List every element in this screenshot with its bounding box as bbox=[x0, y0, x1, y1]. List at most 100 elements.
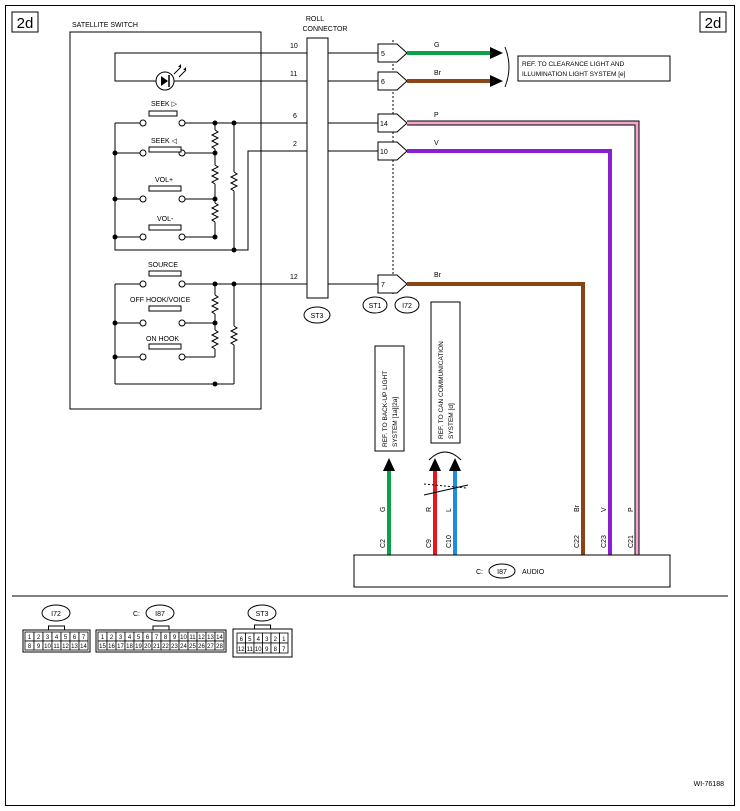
connector-pin-number: 12 bbox=[198, 635, 205, 641]
clearance-reference-box bbox=[517, 55, 671, 82]
connector-pin-number: 16 bbox=[108, 644, 115, 650]
conn-pin-5: 5 bbox=[381, 51, 385, 58]
switch-label-vol-down: VOL- bbox=[157, 216, 174, 223]
connector-face-key bbox=[152, 625, 170, 631]
audio-color-l: L bbox=[446, 508, 453, 512]
audio-color-v: V bbox=[601, 507, 608, 512]
connector-pin-number: 18 bbox=[126, 644, 133, 650]
conn-pin-14: 14 bbox=[380, 121, 388, 128]
connector-pin-number: 3 bbox=[46, 635, 50, 641]
connector-pin-number: 10 bbox=[255, 647, 262, 653]
clearance-reference-line1: REF. TO CLEARANCE LIGHT AND bbox=[522, 61, 625, 68]
connector-pin-cell bbox=[78, 640, 89, 651]
satellite-switch-title: SATELLITE SWITCH bbox=[72, 22, 138, 29]
connector-pin-number: 14 bbox=[80, 644, 87, 650]
connector-pin-number: 9 bbox=[173, 635, 177, 641]
roll-pin-10: 10 bbox=[290, 43, 298, 50]
connector-pin-number: 1 bbox=[28, 635, 32, 641]
conn-pin-7: 7 bbox=[381, 282, 385, 289]
audio-color-br: Br bbox=[574, 504, 581, 512]
audio-pin-c10: C10 bbox=[446, 535, 453, 548]
switch-label-vol-up: VOL+ bbox=[155, 177, 173, 184]
roll-connector-tag-text: ST3 bbox=[311, 313, 324, 320]
audio-pin-c22: C22 bbox=[574, 535, 581, 548]
st1-tag bbox=[362, 296, 388, 314]
connector-pin-number: 8 bbox=[274, 647, 278, 653]
connector-face-key bbox=[254, 624, 271, 630]
roll-pin-2: 2 bbox=[293, 141, 297, 148]
connector-pin-number: 6 bbox=[240, 637, 244, 643]
junction-dots bbox=[112, 120, 237, 387]
switch-contacts bbox=[139, 119, 186, 361]
audio-label: AUDIO bbox=[522, 569, 545, 576]
colored-wires bbox=[383, 47, 640, 555]
connector-pin-number: 26 bbox=[198, 644, 205, 650]
roll-connector-body bbox=[306, 37, 329, 299]
connector-pin-number: 20 bbox=[144, 644, 151, 650]
satellite-switch-circuit bbox=[114, 52, 307, 385]
connector-pin-number: 13 bbox=[207, 635, 214, 641]
connector-pin-number: 9 bbox=[37, 644, 41, 650]
connector-pin-number: 5 bbox=[137, 635, 141, 641]
connector-pin-number: 13 bbox=[71, 644, 78, 650]
connector-pin-number: 6 bbox=[146, 635, 150, 641]
connector-pin-number: 4 bbox=[128, 635, 132, 641]
corner-tag-right-text: 2d bbox=[705, 15, 722, 32]
audio-prefix: C: bbox=[476, 569, 483, 576]
wire-label-br-2: Br bbox=[434, 272, 442, 279]
connector-pin-numbers: 5 6 14 10 7 bbox=[380, 51, 388, 289]
corner-tag-right bbox=[699, 11, 727, 33]
connector-pin-number: 7 bbox=[82, 635, 86, 641]
connector-pin-number: 23 bbox=[171, 644, 178, 650]
figure-id: WI-76188 bbox=[694, 781, 724, 788]
i72-view-tag-text: I72 bbox=[51, 611, 61, 618]
roll-connector-tag bbox=[303, 306, 331, 324]
audio-pin-c23: C23 bbox=[601, 535, 608, 548]
satellite-switch-box bbox=[69, 31, 262, 410]
conn-pin-10: 10 bbox=[380, 149, 388, 156]
backup-reference-line1: REF. TO BACK-UP LIGHT bbox=[382, 371, 389, 447]
roll-connector-title-1: ROLL bbox=[306, 16, 324, 23]
connector-pin-number: 19 bbox=[135, 644, 142, 650]
reference-bracket bbox=[504, 46, 510, 88]
corner-tag-left-text: 2d bbox=[17, 15, 34, 32]
conn-pin-6: 6 bbox=[381, 79, 385, 86]
wire-label-v: V bbox=[434, 140, 439, 147]
connector-face-key bbox=[48, 625, 65, 631]
audio-color-r: R bbox=[426, 507, 433, 512]
roll-pin-12: 12 bbox=[290, 274, 298, 281]
illumination-led-icon bbox=[155, 64, 187, 91]
connector-pin-number: 28 bbox=[216, 644, 223, 650]
connector-pin-number: 10 bbox=[180, 635, 187, 641]
connector-pin-number: 2 bbox=[110, 635, 114, 641]
audio-pin-c2: C2 bbox=[380, 539, 387, 548]
wire-color-labels: G Br P V Br bbox=[434, 42, 442, 279]
roll-connector-pin-numbers: 10 11 6 2 12 bbox=[290, 43, 298, 281]
connector-pin-number: 22 bbox=[162, 644, 169, 650]
connector-pin-number: 11 bbox=[53, 644, 60, 650]
connector-pin-number: 9 bbox=[265, 647, 269, 653]
st1-tag-text: ST1 bbox=[369, 303, 382, 310]
connector-pin-number: 15 bbox=[99, 644, 106, 650]
switch-label-source: SOURCE bbox=[148, 262, 178, 269]
can-reference-box bbox=[430, 301, 461, 444]
st3-view-tag bbox=[247, 604, 277, 622]
connector-pin-number: 6 bbox=[73, 635, 77, 641]
switch-label-seek-up: SEEK ▷ bbox=[151, 101, 178, 108]
connector-pin-number: 21 bbox=[153, 644, 160, 650]
switch-actuators bbox=[148, 110, 182, 350]
audio-connector-tag bbox=[488, 563, 516, 579]
corner-tag-left bbox=[11, 11, 39, 33]
switch-label-off-hook: OFF HOOK/VOICE bbox=[130, 297, 191, 304]
i72-tag bbox=[394, 296, 420, 314]
connector-pin-cell bbox=[279, 642, 289, 654]
backup-reference-line2: SYSTEM [1a][2a] bbox=[392, 397, 399, 447]
audio-wire-color-codes: G R L Br V P bbox=[380, 504, 635, 512]
connector-pin-number: 4 bbox=[257, 637, 261, 643]
connector-pins bbox=[377, 43, 408, 294]
connector-pin-cell bbox=[214, 640, 225, 651]
wire-v bbox=[407, 149, 612, 555]
i72-view-tag bbox=[41, 604, 71, 622]
